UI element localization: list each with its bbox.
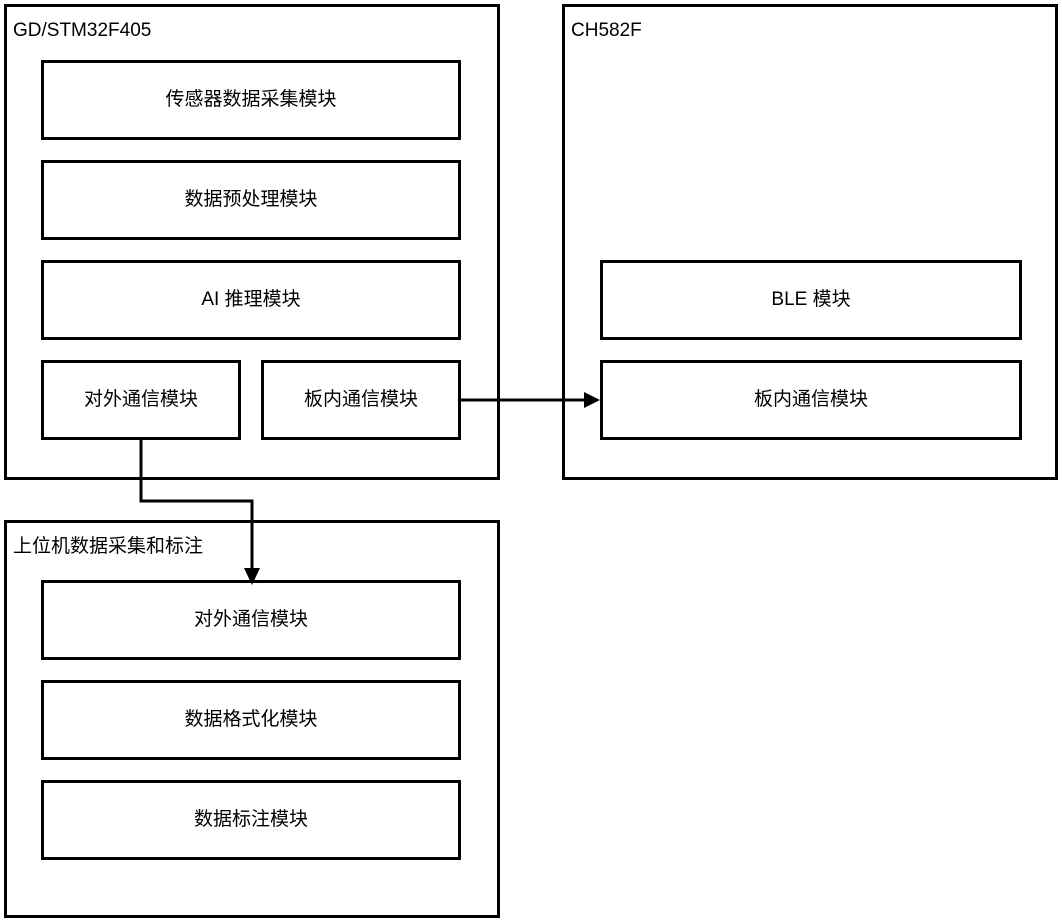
module-external-comm-label: 对外通信模块 — [83, 389, 198, 410]
module-ai-inference-label: AI 推理模块 — [201, 289, 301, 310]
module-host-data-label-label: 数据标注模块 — [193, 809, 308, 830]
module-onboard-comm-ch582f: 板内通信模块 — [600, 360, 1022, 440]
group-host-pc-label: 上位机数据采集和标注 — [13, 536, 204, 557]
module-onboard-comm-label: 板内通信模块 — [303, 389, 418, 410]
group-ble-mcu-label: CH582F — [571, 20, 642, 41]
module-external-comm: 对外通信模块 — [41, 360, 241, 440]
module-ai-inference: AI 推理模块 — [41, 260, 461, 340]
module-onboard-comm: 板内通信模块 — [261, 360, 461, 440]
module-host-data-format-label: 数据格式化模块 — [184, 709, 318, 730]
module-host-data-format: 数据格式化模块 — [41, 680, 461, 760]
module-host-external-comm: 对外通信模块 — [41, 580, 461, 660]
module-ble-label: BLE 模块 — [771, 289, 851, 310]
group-mcu-main-label: GD/STM32F405 — [13, 20, 152, 41]
module-sensor-acquisition: 传感器数据采集模块 — [41, 60, 461, 140]
module-data-preprocess: 数据预处理模块 — [41, 160, 461, 240]
module-data-preprocess-label: 数据预处理模块 — [184, 189, 318, 210]
module-host-data-label: 数据标注模块 — [41, 780, 461, 860]
module-ble: BLE 模块 — [600, 260, 1022, 340]
module-host-external-comm-label: 对外通信模块 — [193, 609, 308, 630]
module-sensor-acquisition-label: 传感器数据采集模块 — [165, 89, 337, 110]
module-onboard-comm-ch582f-label: 板内通信模块 — [753, 389, 868, 410]
